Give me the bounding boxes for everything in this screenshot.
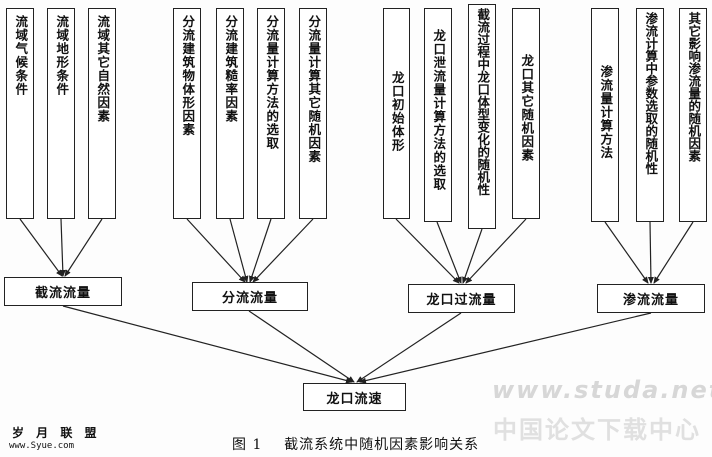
flow-box-closure: 截流流量	[4, 277, 122, 306]
connector-line	[249, 218, 272, 283]
factor-label: 龙口初始体形	[389, 71, 405, 152]
watermark-text: 中国论文下载中心	[493, 416, 701, 444]
factor-box-basin-other-natural: 流域其它自然因素	[88, 8, 116, 219]
connector-line	[59, 218, 66, 277]
flow-label: 龙口过流量	[426, 293, 497, 308]
connector-line	[62, 305, 353, 384]
connector-line	[229, 218, 249, 283]
connector-line	[395, 218, 460, 284]
connector-line	[64, 218, 103, 277]
flow-label: 截流流量	[34, 286, 91, 301]
connector-line	[465, 218, 527, 284]
factor-box-gap-discharge-method: 龙口泄流量计算方法的选取	[424, 8, 452, 222]
factor-label: 分流量计算其它随机因素	[306, 15, 322, 164]
factor-label: 渗流量计算方法	[598, 65, 614, 160]
connector-line	[462, 228, 483, 284]
factor-label: 流域地形条件	[54, 15, 70, 96]
watermark-url: www.studa.net	[492, 376, 712, 404]
factor-label: 分流量计算方法的选取	[264, 15, 280, 150]
flow-box-seepage: 渗流流量	[597, 284, 705, 313]
factor-box-basin-terrain: 流域地形条件	[47, 8, 75, 219]
factor-box-seepage-calc-method: 渗流量计算方法	[591, 8, 619, 222]
connector-line	[248, 310, 355, 383]
connector-line	[653, 221, 694, 284]
connector-line	[252, 218, 314, 283]
factor-box-gap-initial-shape: 龙口初始体形	[383, 8, 410, 219]
flow-box-gap-discharge: 龙口过流量	[408, 284, 515, 313]
factor-label: 流域其它自然因素	[95, 15, 111, 123]
connector-line	[19, 218, 63, 277]
flow-box-diversion: 分流流量	[192, 282, 308, 311]
factor-label: 分流建筑物体形因素	[180, 15, 196, 137]
figure-caption: 图 1 截流系统中随机因素影响关系	[232, 437, 480, 453]
flow-label: 渗流流量	[622, 293, 679, 308]
factor-box-diversion-calc-method: 分流量计算方法的选取	[257, 8, 285, 219]
connector-line	[356, 312, 462, 383]
factor-label: 渗流计算中参数选取的随机性	[643, 12, 659, 175]
factor-box-seepage-param-random: 渗流计算中参数选取的随机性	[636, 8, 664, 222]
connector-line	[604, 221, 649, 284]
factor-label: 截流过程中龙口体型变化的随机性	[475, 8, 491, 196]
site-logo-name: 岁 月 联 盟	[12, 426, 101, 440]
connector-line	[186, 218, 246, 283]
factor-box-seepage-other-random: 其它影响渗流量的随机因素	[679, 8, 707, 222]
factor-label: 流域气候条件	[13, 15, 29, 96]
factor-box-diversion-shape: 分流建筑物体形因素	[173, 8, 201, 219]
connector-line	[359, 312, 652, 384]
factor-box-basin-climate: 流域气候条件	[6, 8, 34, 219]
connector-line	[436, 221, 462, 284]
factor-box-diversion-roughness: 分流建筑糙率因素	[216, 8, 244, 219]
factor-box-gap-other-random: 龙口其它随机因素	[512, 8, 540, 219]
factor-label: 其它影响渗流量的随机因素	[686, 12, 702, 162]
root-label: 龙口流速	[326, 391, 383, 407]
factor-label: 龙口泄流量计算方法的选取	[431, 29, 447, 191]
root-box-gap-velocity: 龙口流速	[303, 383, 406, 411]
factor-label: 分流建筑糙率因素	[223, 15, 239, 123]
factor-label: 龙口其它随机因素	[519, 54, 535, 162]
factor-box-gap-shape-variation: 截流过程中龙口体型变化的随机性	[468, 4, 496, 229]
factor-box-diversion-other-random: 分流量计算其它随机因素	[299, 8, 327, 219]
flow-label: 分流流量	[221, 291, 278, 306]
site-logo-url: www.Syue.com	[9, 441, 75, 451]
connector-line	[647, 221, 654, 284]
